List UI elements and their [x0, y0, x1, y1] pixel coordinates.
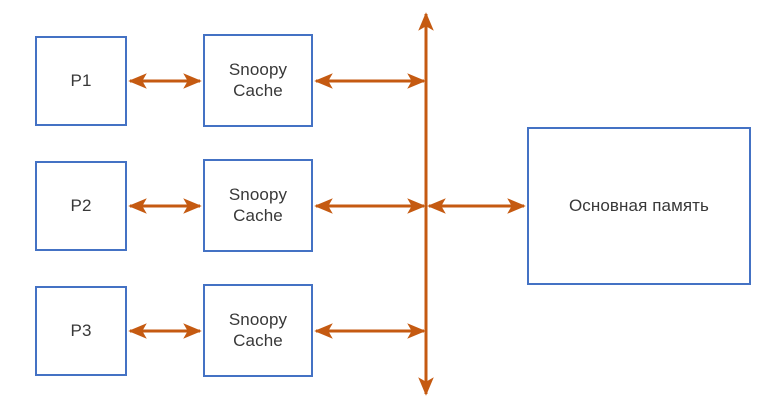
snoopy-cache-1-label: Snoopy Cache — [228, 60, 288, 100]
processor-p3-label: P3 — [70, 320, 92, 340]
processor-p1: P1 — [35, 36, 127, 126]
processor-p3: P3 — [35, 286, 127, 376]
processor-p1-label: P1 — [70, 70, 92, 90]
processor-p2: P2 — [35, 161, 127, 251]
snoopy-cache-1: Snoopy Cache — [203, 34, 313, 127]
snoopy-cache-2-label: Snoopy Cache — [228, 185, 288, 225]
main-memory: Основная память — [527, 127, 751, 285]
snoopy-cache-3-label: Snoopy Cache — [228, 310, 288, 350]
snoopy-cache-3: Snoopy Cache — [203, 284, 313, 377]
main-memory-label: Основная память — [568, 195, 710, 215]
processor-p2-label: P2 — [70, 195, 92, 215]
snoopy-cache-2: Snoopy Cache — [203, 159, 313, 252]
